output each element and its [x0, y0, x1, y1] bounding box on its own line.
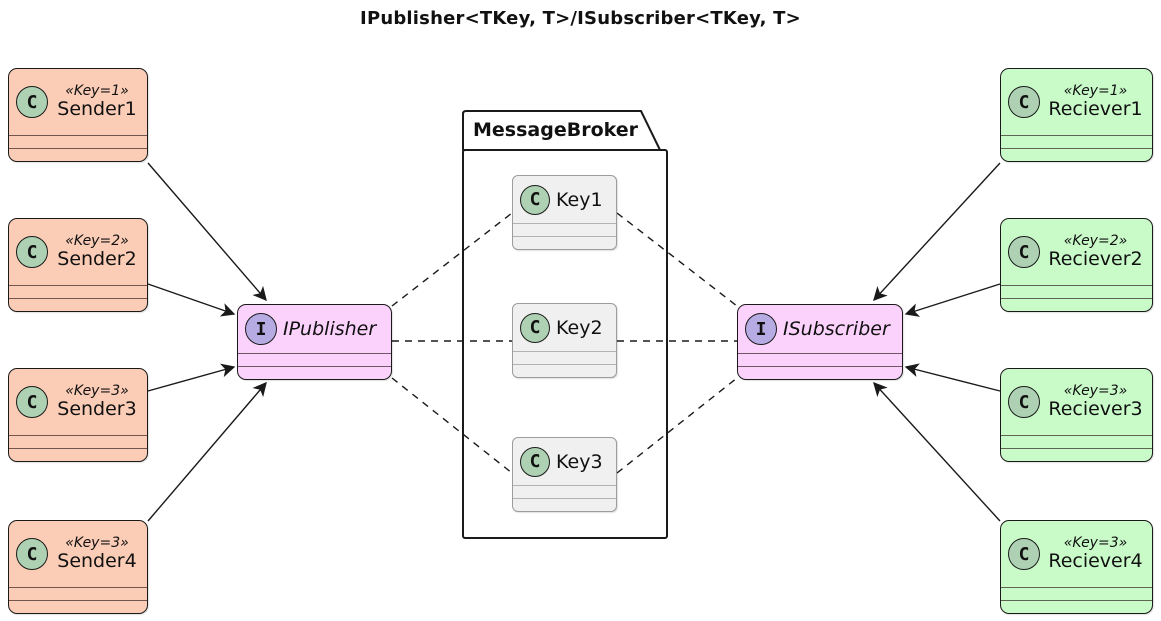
- fields-compartment: [9, 435, 147, 448]
- class-header: C Key2: [513, 304, 616, 351]
- class-name: Key1: [556, 188, 603, 211]
- class-name: Reciever4: [1048, 550, 1143, 573]
- class-stereotype: «Key=3»: [1063, 534, 1128, 551]
- class-reciever1: C «Key=1» Reciever1: [1000, 68, 1153, 162]
- fields-compartment: [1001, 587, 1152, 600]
- class-c-icon: C: [1008, 236, 1040, 268]
- class-sender3: C «Key=3» Sender3: [8, 368, 148, 462]
- arrow-sender4-ipublisher: [147, 381, 267, 522]
- class-name: Sender1: [57, 98, 137, 121]
- fields-compartment: [9, 285, 147, 298]
- class-header: C «Key=2» Sender2: [9, 219, 147, 285]
- arrow-sender3-ipublisher: [147, 363, 236, 392]
- methods-compartment: [1001, 448, 1152, 461]
- class-stereotype: «Key=3»: [1063, 382, 1128, 399]
- package-tab: [462, 110, 661, 151]
- package-title: MessageBroker: [473, 119, 639, 141]
- fields-compartment: [9, 587, 147, 600]
- class-name: Reciever3: [1048, 398, 1143, 421]
- class-header: C «Key=3» Sender3: [9, 369, 147, 435]
- class-reciever4: C «Key=3» Reciever4: [1000, 520, 1153, 614]
- interface-name: IPublisher: [283, 318, 377, 340]
- fields-compartment: [238, 353, 391, 366]
- methods-compartment: [513, 236, 616, 249]
- methods-compartment: [9, 298, 147, 311]
- class-c-icon: C: [520, 312, 550, 343]
- fields-compartment: [9, 135, 147, 148]
- fields-compartment: [738, 353, 902, 366]
- methods-compartment: [738, 366, 902, 379]
- arrow-reciever4-isubscriber: [873, 381, 1001, 522]
- class-name: Sender3: [57, 398, 137, 421]
- class-name: Key3: [556, 450, 603, 473]
- interface-i-icon: I: [245, 313, 277, 345]
- class-header: C «Key=3» Sender4: [9, 521, 147, 587]
- class-c-icon: C: [520, 184, 550, 215]
- class-name: Sender2: [57, 248, 137, 271]
- arrow-reciever3-isubscriber: [904, 363, 1001, 392]
- diagram-title: IPublisher<TKey, T>/ISubscriber<TKey, T>: [360, 8, 801, 29]
- class-header: C «Key=3» Reciever4: [1001, 521, 1152, 587]
- fields-compartment: [1001, 285, 1152, 298]
- class-key3: C Key3: [512, 437, 617, 512]
- class-name: Key2: [556, 316, 603, 339]
- class-sender2: C «Key=2» Sender2: [8, 218, 148, 312]
- arrow-sender1-ipublisher: [147, 162, 267, 302]
- class-key2: C Key2: [512, 303, 617, 378]
- methods-compartment: [9, 448, 147, 461]
- class-name: Sender4: [57, 550, 137, 573]
- class-key1: C Key1: [512, 175, 617, 250]
- arrow-reciever2-isubscriber: [904, 283, 1001, 317]
- interface-name: ISubscriber: [783, 318, 890, 340]
- class-c-icon: C: [1008, 538, 1040, 570]
- class-stereotype: «Key=1»: [1063, 82, 1128, 99]
- methods-compartment: [513, 498, 616, 511]
- class-c-icon: C: [16, 538, 48, 570]
- methods-compartment: [238, 366, 391, 379]
- class-stereotype: «Key=2»: [1063, 232, 1128, 249]
- class-stereotype: «Key=1»: [65, 82, 129, 99]
- class-stereotype: «Key=2»: [65, 232, 129, 249]
- interface-i-icon: I: [745, 313, 777, 345]
- interface-header: I ISubscriber: [738, 305, 902, 353]
- class-header: C «Key=1» Sender1: [9, 69, 147, 135]
- methods-compartment: [9, 600, 147, 613]
- fields-compartment: [1001, 135, 1152, 148]
- class-name: Reciever2: [1048, 248, 1143, 271]
- class-stereotype: «Key=3»: [65, 382, 129, 399]
- class-c-icon: C: [16, 236, 48, 268]
- arrow-reciever1-isubscriber: [873, 162, 1001, 302]
- class-sender4: C «Key=3» Sender4: [8, 520, 148, 614]
- class-reciever3: C «Key=3» Reciever3: [1000, 368, 1153, 462]
- class-header: C Key3: [513, 438, 616, 485]
- fields-compartment: [513, 223, 616, 236]
- fields-compartment: [513, 485, 616, 498]
- class-stereotype: «Key=3»: [65, 534, 129, 551]
- class-header: C «Key=1» Reciever1: [1001, 69, 1152, 135]
- class-c-icon: C: [520, 446, 550, 477]
- class-name: Reciever1: [1048, 98, 1143, 121]
- class-header: C «Key=2» Reciever2: [1001, 219, 1152, 285]
- fields-compartment: [513, 351, 616, 364]
- methods-compartment: [1001, 148, 1152, 161]
- class-c-icon: C: [16, 386, 48, 418]
- methods-compartment: [1001, 298, 1152, 311]
- arrow-sender2-ipublisher: [147, 283, 236, 317]
- class-sender1: C «Key=1» Sender1: [8, 68, 148, 162]
- methods-compartment: [513, 364, 616, 377]
- methods-compartment: [1001, 600, 1152, 613]
- interface-header: I IPublisher: [238, 305, 391, 353]
- class-header: C «Key=3» Reciever3: [1001, 369, 1152, 435]
- class-c-icon: C: [16, 86, 48, 118]
- interface-isubscriber: I ISubscriber: [737, 304, 903, 380]
- fields-compartment: [1001, 435, 1152, 448]
- class-header: C Key1: [513, 176, 616, 223]
- interface-ipublisher: I IPublisher: [237, 304, 392, 380]
- methods-compartment: [9, 148, 147, 161]
- class-reciever2: C «Key=2» Reciever2: [1000, 218, 1153, 312]
- class-c-icon: C: [1008, 86, 1040, 118]
- class-c-icon: C: [1008, 386, 1040, 418]
